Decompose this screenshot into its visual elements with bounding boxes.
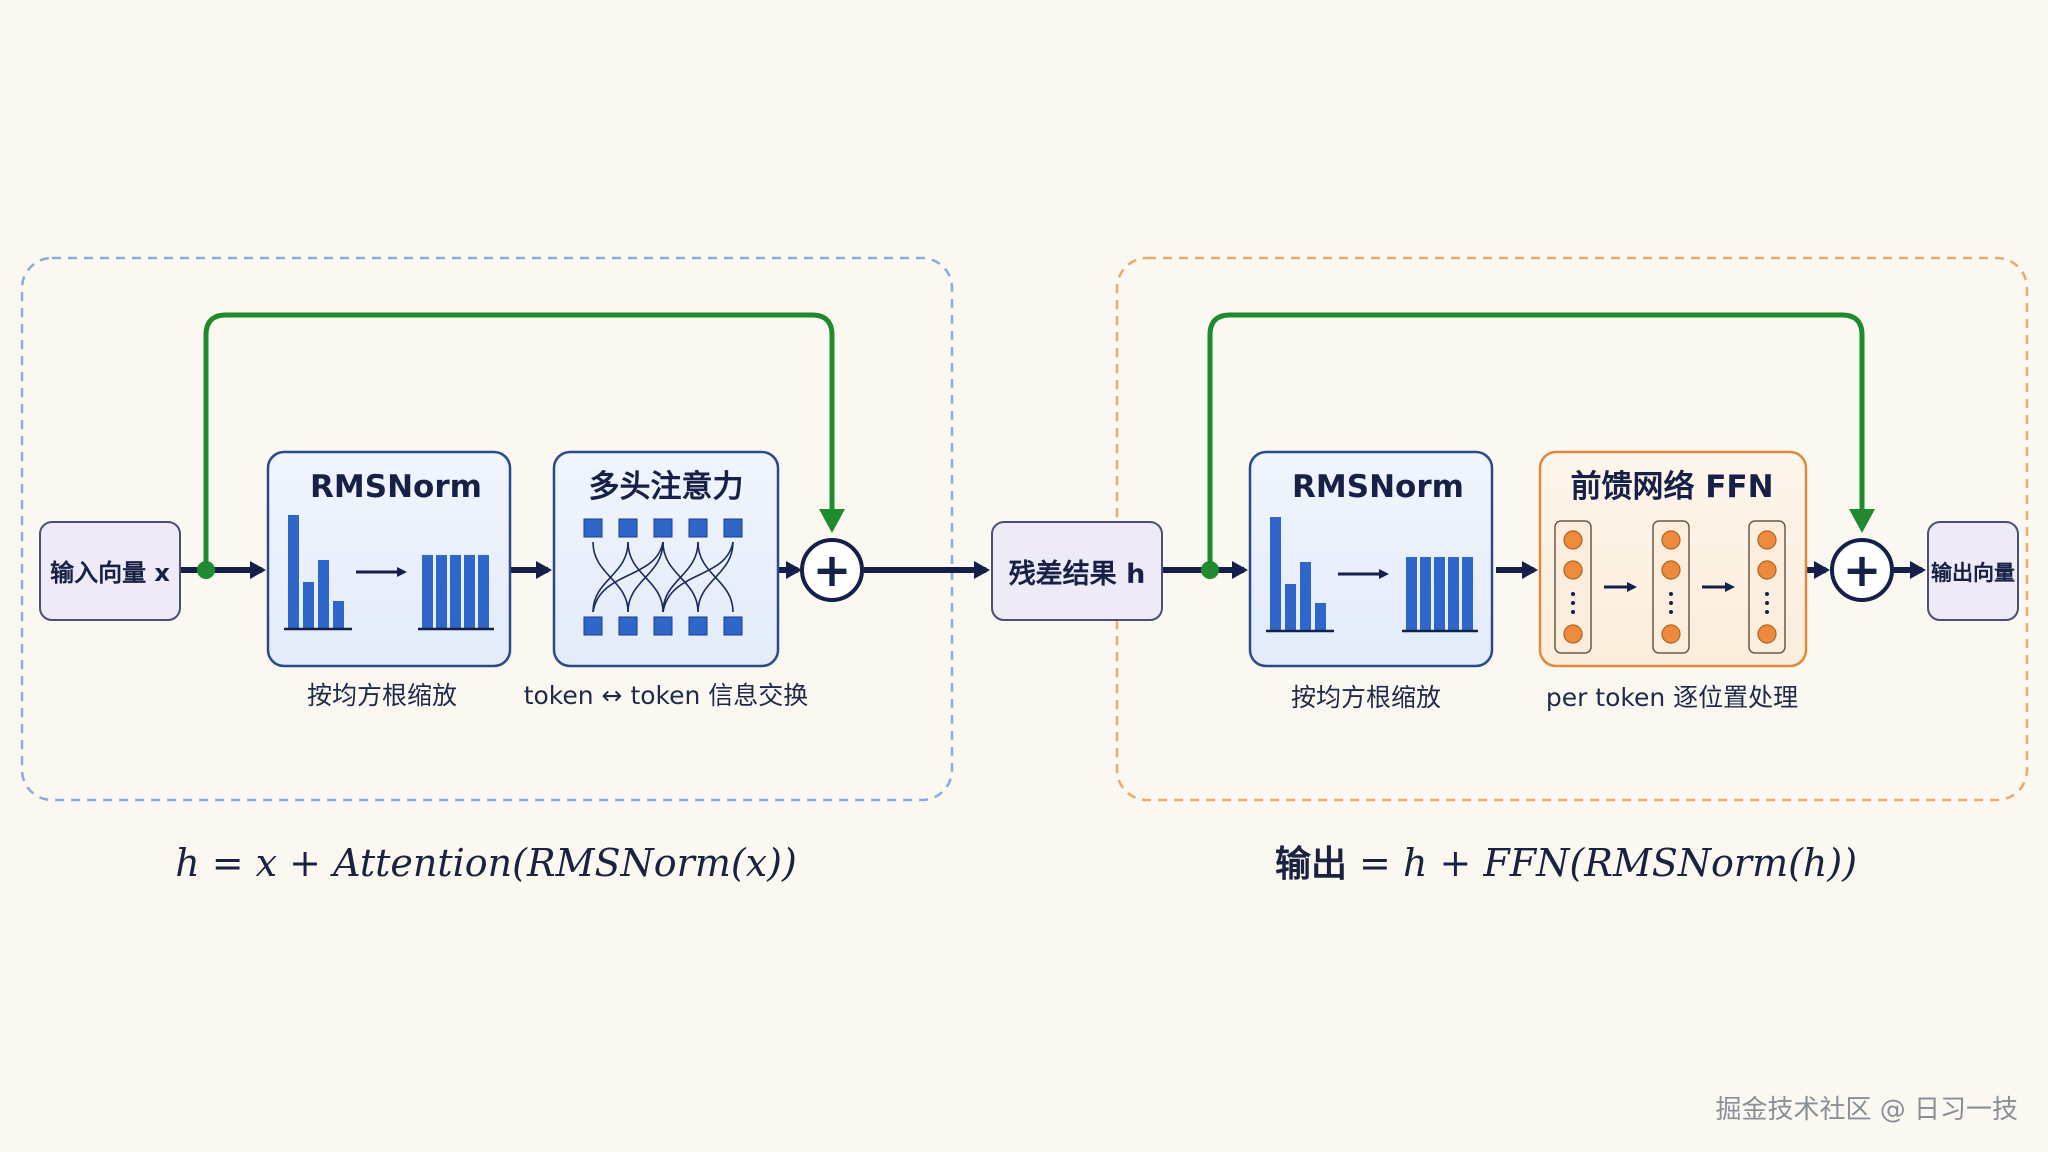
- residual-skip-connection-1: [203, 312, 845, 570]
- residual-branch-dot: [1201, 561, 1219, 579]
- residual-result-box: [991, 521, 1163, 621]
- ffn-title: 前馈网络 FFN: [1570, 469, 1773, 505]
- residual-add-node-1: [800, 538, 864, 602]
- ffn-icon: [1554, 520, 1786, 654]
- attention-caption: token ↔ token 信息交换: [524, 681, 809, 710]
- output-vector-box: [1927, 521, 2019, 621]
- watermark: 掘金技术社区 @ 日习一技: [1715, 1095, 2018, 1125]
- residual-result-label: 残差结果 h: [1009, 558, 1146, 590]
- residual-skip-connection-2: [1207, 312, 1875, 570]
- ffn-caption: per token 逐位置处理: [1546, 683, 1798, 712]
- equation-attention: h = x + Attention(RMSNorm(x)): [175, 841, 797, 885]
- equation-ffn-rest: = h + FFN(RMSNorm(h)): [1347, 841, 1857, 885]
- output-vector-label: 输出向量: [1931, 561, 2015, 585]
- attention-icon: [583, 518, 743, 636]
- residual-add-node-2: [1830, 538, 1894, 602]
- rmsnorm-caption-2: 按均方根缩放: [1291, 683, 1441, 712]
- rmsnorm-title-2: RMSNorm: [1292, 469, 1464, 505]
- input-vector-box: [39, 521, 181, 621]
- equation-ffn-output-word: 输出: [1275, 844, 1347, 885]
- residual-branch-dot: [197, 561, 215, 579]
- input-vector-label: 输入向量 x: [50, 559, 170, 587]
- attention-title: 多头注意力: [589, 469, 744, 505]
- equation-ffn: 输出 = h + FFN(RMSNorm(h)): [1275, 841, 1857, 885]
- plus-icon: +: [1843, 543, 1882, 597]
- attention-block-frame: [20, 256, 954, 802]
- rmsnorm-title-1: RMSNorm: [310, 469, 482, 505]
- plus-icon: +: [813, 543, 852, 597]
- rmsnorm-icon-2: [1266, 517, 1478, 633]
- rmsnorm-caption-1: 按均方根缩放: [307, 681, 457, 710]
- rmsnorm-icon-1: [284, 515, 494, 631]
